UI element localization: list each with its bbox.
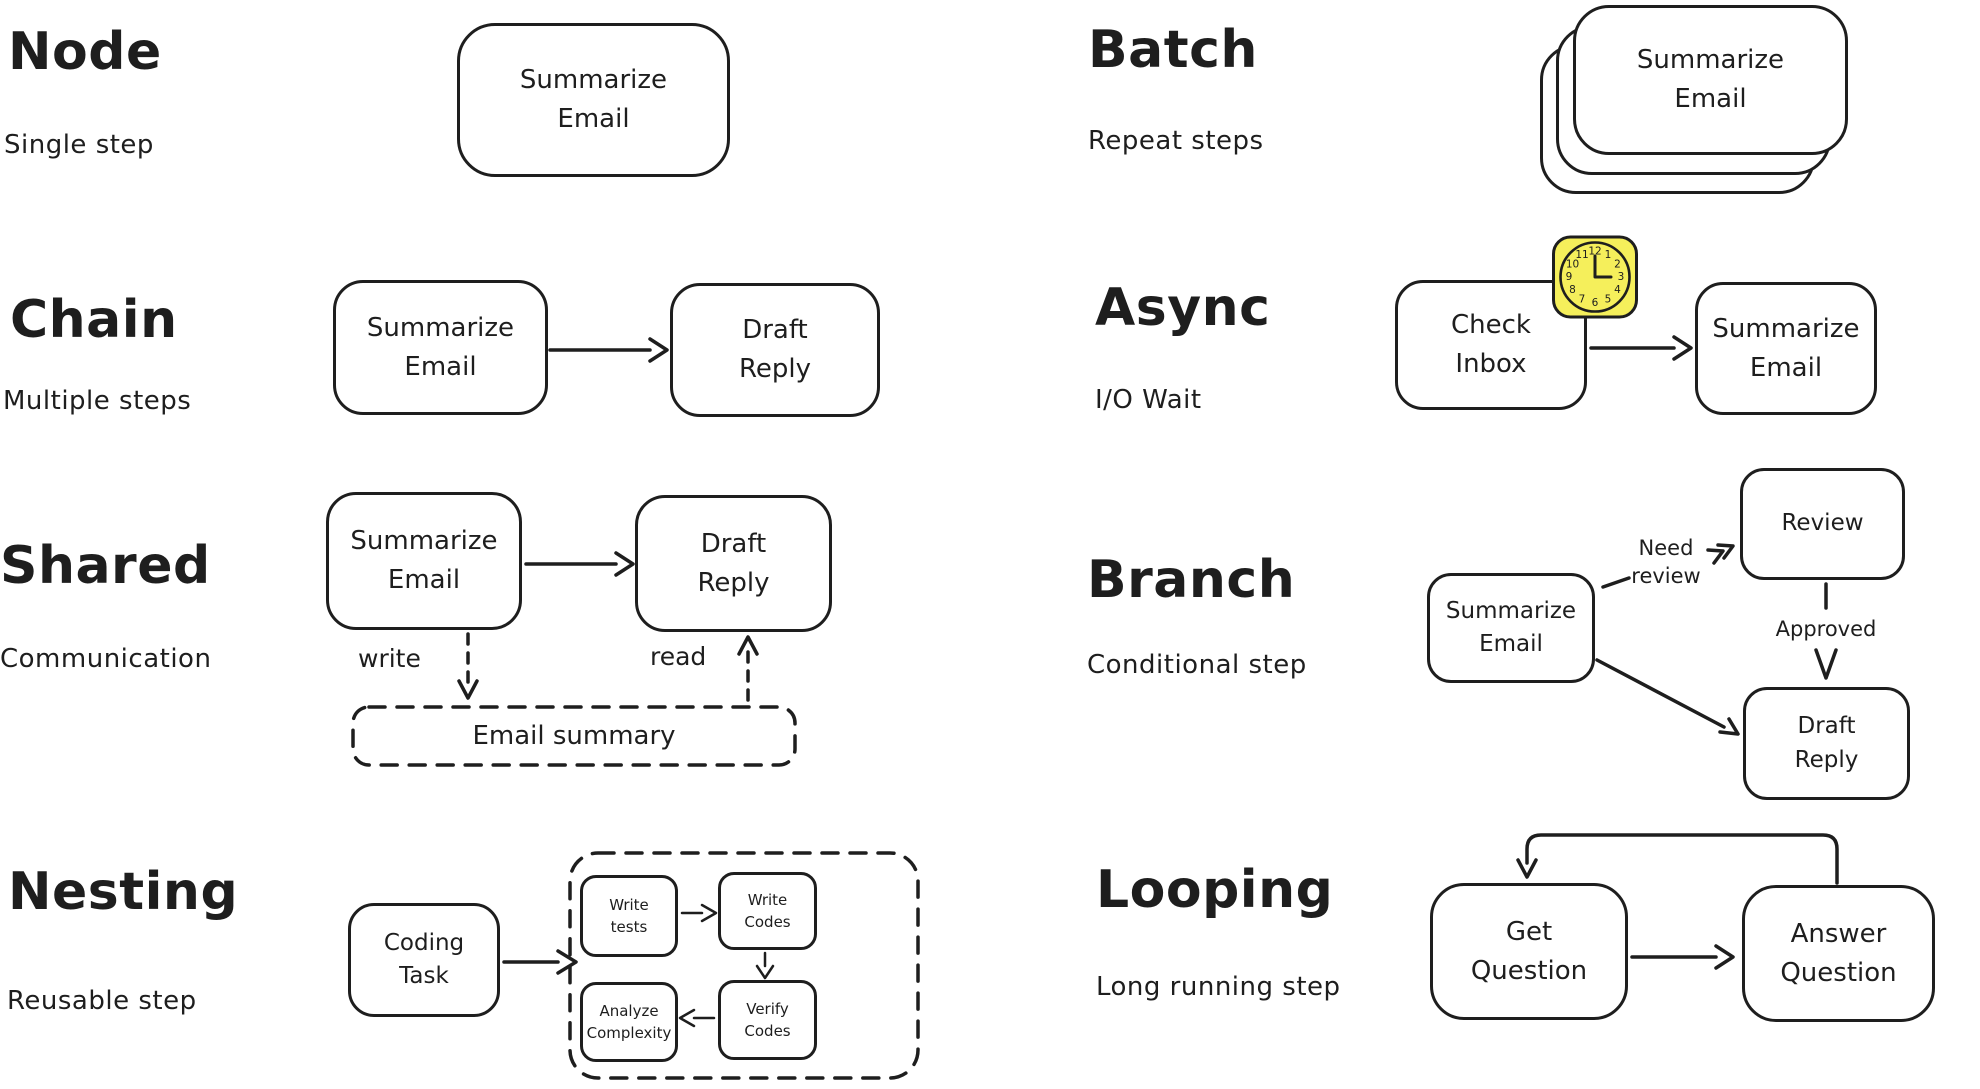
node-step-label: Summarize Email <box>519 65 668 134</box>
async-step2-box: Summarize Email <box>1695 282 1877 415</box>
shared-store-label: Email summary <box>472 721 676 751</box>
nesting-arrow-codes-to-verify <box>755 951 775 980</box>
nesting-inner4-box: Analyze Complexity <box>580 982 678 1062</box>
shared-section-subtitle: Communication <box>0 644 212 674</box>
shared-step1-box: Summarize Email <box>326 492 522 630</box>
shared-read-arrow <box>737 635 759 702</box>
chain-section-title: Chain <box>10 290 178 350</box>
batch-card-front: Summarize Email <box>1573 5 1848 155</box>
branch-direct-arrow <box>1595 658 1740 736</box>
async-step1-label: Check Inbox <box>1451 310 1531 379</box>
nesting-outer-step-box: Coding Task <box>348 903 500 1017</box>
async-arrow <box>1589 335 1693 361</box>
nesting-inner1-box: Write tests <box>580 875 678 957</box>
node-step-box: Summarize Email <box>457 23 730 177</box>
batch-section-subtitle: Repeat steps <box>1088 126 1264 156</box>
branch-section-title: Branch <box>1087 550 1296 610</box>
shared-step2-box: Draft Reply <box>635 495 832 632</box>
async-step2-label: Summarize Email <box>1712 313 1860 383</box>
clock-icon: 12 1 2 3 4 5 6 7 8 9 10 11 <box>1552 235 1638 319</box>
chain-step1-box: Summarize Email <box>333 280 548 415</box>
nesting-arrow-tests-to-codes <box>680 903 718 923</box>
clock-numeral-4: 4 <box>1614 284 1621 296</box>
chain-step2-label: Draft Reply <box>738 315 811 384</box>
nesting-inner2-box: Write Codes <box>718 872 817 950</box>
nesting-arrow-verify-to-analyze <box>678 1008 716 1028</box>
nesting-arrow <box>502 949 578 975</box>
nesting-section-subtitle: Reusable step <box>7 986 197 1016</box>
looping-step2-label: Answer Question <box>1780 918 1897 988</box>
branch-review-label: Review <box>1781 510 1864 537</box>
clock-numeral-7: 7 <box>1579 294 1586 306</box>
clock-numeral-12: 12 <box>1588 246 1601 258</box>
looping-step1-box: Get Question <box>1430 883 1628 1020</box>
branch-approved-connector <box>1814 582 1838 680</box>
branch-draft-box: Draft Reply <box>1743 687 1910 800</box>
shared-section-title: Shared <box>0 536 211 596</box>
chain-section-subtitle: Multiple steps <box>3 386 192 416</box>
chain-step1-label: Summarize Email <box>366 312 515 382</box>
looping-arrow <box>1630 944 1735 970</box>
looping-step2-box: Answer Question <box>1742 885 1935 1022</box>
nesting-section-title: Nesting <box>8 862 239 922</box>
looping-step1-label: Get Question <box>1470 916 1588 986</box>
branch-section-subtitle: Conditional step <box>1087 650 1307 680</box>
batch-step-label: Summarize Email <box>1636 45 1785 114</box>
clock-numeral-1: 1 <box>1605 249 1612 261</box>
shared-store-outline <box>351 705 797 767</box>
clock-numeral-10: 10 <box>1566 259 1579 271</box>
chain-arrow <box>548 337 669 363</box>
shared-step2-label: Draft Reply <box>697 528 770 598</box>
branch-source-box: Summarize Email <box>1427 573 1595 683</box>
branch-need-review-label: Need review <box>1631 536 1701 589</box>
clock-numeral-3: 3 <box>1618 271 1625 283</box>
nesting-inner1-label: Write tests <box>609 895 649 937</box>
branch-source-label: Summarize Email <box>1445 597 1577 657</box>
looping-back-arrow <box>1516 833 1839 885</box>
shared-write-arrow <box>457 632 479 700</box>
nesting-inner4-label: Analyze Complexity <box>586 1001 672 1043</box>
chain-step2-box: Draft Reply <box>670 283 880 417</box>
nesting-inner3-label: Verify Codes <box>744 999 791 1041</box>
looping-section-subtitle: Long running step <box>1096 972 1341 1002</box>
nesting-inner2-label: Write Codes <box>744 890 791 932</box>
nesting-inner3-box: Verify Codes <box>718 980 817 1060</box>
shared-write-label: write <box>358 644 421 673</box>
clock-numeral-5: 5 <box>1605 294 1612 306</box>
node-section-subtitle: Single step <box>4 130 154 160</box>
async-section-subtitle: I/O Wait <box>1095 385 1202 415</box>
shared-arrow <box>524 551 635 577</box>
async-section-title: Async <box>1095 278 1271 338</box>
branch-approved-label: Approved <box>1775 617 1877 641</box>
clock-numeral-8: 8 <box>1569 284 1576 296</box>
shared-read-label: read <box>650 642 707 671</box>
batch-section-title: Batch <box>1088 20 1258 80</box>
nesting-outer-step-label: Coding Task <box>383 929 465 989</box>
clock-numeral-9: 9 <box>1566 271 1573 283</box>
looping-section-title: Looping <box>1096 860 1334 920</box>
nesting-container-outline <box>568 851 920 1080</box>
clock-numeral-2: 2 <box>1614 259 1621 271</box>
branch-review-box: Review <box>1740 468 1905 580</box>
clock-numeral-11: 11 <box>1575 249 1588 261</box>
branch-need-review-connector <box>1601 543 1735 589</box>
branch-draft-label: Draft Reply <box>1794 713 1859 773</box>
node-section-title: Node <box>8 22 162 82</box>
shared-step1-label: Summarize Email <box>350 526 498 595</box>
clock-numeral-6: 6 <box>1592 297 1599 309</box>
